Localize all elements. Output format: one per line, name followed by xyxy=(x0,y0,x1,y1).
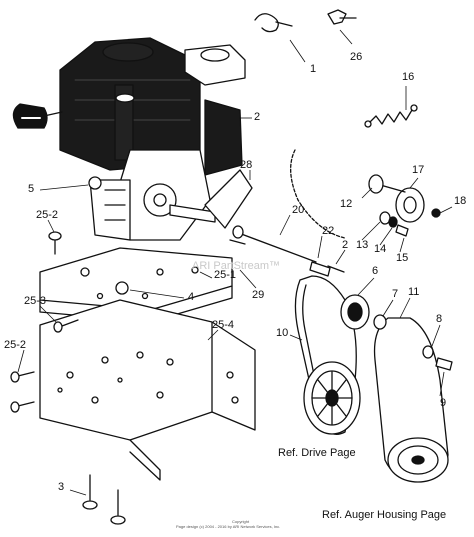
callout-13: 13 xyxy=(356,239,369,251)
callout-18: 18 xyxy=(454,195,467,207)
callout-1: 1 xyxy=(310,63,317,75)
callout-16: 16 xyxy=(402,71,415,83)
callout-17: 17 xyxy=(412,164,425,176)
callout-15: 15 xyxy=(396,252,409,264)
callout-6: 6 xyxy=(372,265,379,277)
callout-22: 22 xyxy=(322,225,335,237)
callout-2-top: 2 xyxy=(254,111,261,123)
callout-10: 10 xyxy=(276,327,289,339)
footer-copyright: Copyright xyxy=(232,519,250,524)
ref-auger-housing-page: Ref. Auger Housing Page xyxy=(322,509,447,521)
callout-3: 3 xyxy=(58,481,65,493)
callout-4: 4 xyxy=(188,291,195,303)
callout-14: 14 xyxy=(374,243,387,255)
frame xyxy=(39,247,256,481)
callout-25-2-top: 25-2 xyxy=(36,209,59,221)
callout-5: 5 xyxy=(28,183,35,195)
callout-26: 26 xyxy=(350,51,363,63)
callout-25-2-left: 25-2 xyxy=(4,339,27,351)
callout-9: 9 xyxy=(440,397,447,409)
callout-29: 29 xyxy=(252,289,265,301)
callout-25-3: 25-3 xyxy=(24,295,47,307)
footer-page-design: Page design (c) 2004 - 2016 by ARI Netwo… xyxy=(176,524,281,529)
callout-28: 28 xyxy=(240,159,253,171)
callout-11: 11 xyxy=(408,286,420,298)
ref-drive-page: Ref. Drive Page xyxy=(278,447,356,459)
leader-lines xyxy=(17,29,453,496)
engine xyxy=(12,37,246,241)
callout-12: 12 xyxy=(340,198,353,210)
callout-25-4: 25-4 xyxy=(212,319,235,331)
callout-20: 20 xyxy=(292,204,305,216)
watermark: ARI PartStream™ xyxy=(192,260,281,272)
callout-8: 8 xyxy=(436,313,443,325)
callout-2-mid: 2 xyxy=(342,239,349,251)
callout-7: 7 xyxy=(392,288,399,300)
callout-25-1: 25-1 xyxy=(214,269,237,281)
